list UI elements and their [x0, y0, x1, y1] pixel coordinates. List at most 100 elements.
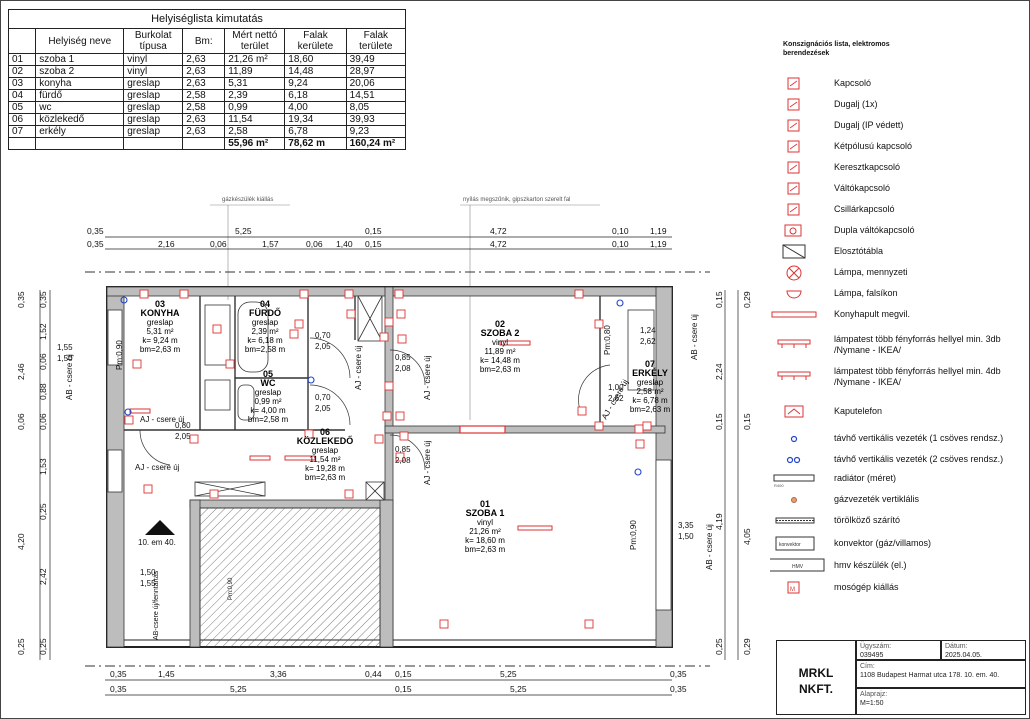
- electrical-symbol-icon: [374, 434, 384, 444]
- table-cell: 2,63: [182, 77, 226, 90]
- room-label-num: 05: [263, 369, 273, 379]
- table-cell: 11,89: [224, 65, 286, 78]
- door-dimension: 1,55: [57, 343, 73, 352]
- datum-label: Dátum:: [945, 643, 968, 650]
- wall-lift: [189, 499, 391, 509]
- note-gaz: gázkészülék kiállás: [222, 197, 273, 203]
- legend-item: törölköző szárító: [770, 512, 1010, 530]
- dimension-label: 0,35: [670, 684, 687, 694]
- electrical-symbol-icon: [179, 289, 189, 299]
- dimension-label: 0,15: [714, 291, 724, 308]
- table-cell: 2,58: [182, 89, 226, 102]
- table-cell: 6,78: [284, 125, 347, 138]
- tavho-icon: [120, 296, 128, 304]
- dimension-label: 0,06: [210, 239, 227, 249]
- legend-title: Konszignációs lista, elektromos berendez…: [783, 41, 890, 57]
- table-cell: 21,26 m²: [224, 53, 286, 66]
- table-cell: 0,99: [224, 101, 286, 114]
- room-label-bm: bm=2,63 m: [465, 545, 506, 554]
- table-cell: szoba 2: [35, 65, 125, 78]
- door-dimension: 2,05: [315, 404, 331, 413]
- dimension-label: 0,06: [38, 413, 48, 430]
- window-label: AB - csere új: [690, 314, 699, 360]
- room-label-name: SZOBA 2: [481, 328, 520, 338]
- floor-plan: gázkészülék kiállás nyílás megszűnik, gi…: [16, 197, 752, 696]
- dimension-label: 0,06: [16, 413, 26, 430]
- room-label-k: k= 18,60 m: [465, 536, 505, 545]
- bathtub: [237, 301, 269, 373]
- dimension-label: 1,53: [38, 458, 48, 475]
- room-label-area: 11,89 m²: [485, 347, 516, 356]
- lampa-mennyezeti-icon: [770, 264, 820, 282]
- dimension-label: 0,10: [612, 239, 629, 249]
- door-arc: [309, 384, 351, 426]
- window-label: AB - csere új: [705, 524, 714, 570]
- lampatest-icon: [517, 525, 553, 531]
- datum-value: 2025.04.05.: [945, 652, 982, 659]
- tavho-2-csoves-icon: [770, 451, 820, 469]
- mosogep-icon: M: [770, 579, 820, 597]
- alaprajz-label: Alaprajz:: [860, 691, 888, 698]
- door-dimension: 2,62: [640, 337, 656, 346]
- door-dimension: 2,05: [175, 432, 191, 441]
- room-label-type: greslap: [147, 318, 174, 327]
- tavho-icon: [634, 468, 642, 476]
- dimension-label: 1,52: [38, 323, 48, 340]
- electrical-symbol-icon: [399, 431, 409, 441]
- room-label-k: k= 14,48 m: [480, 356, 520, 365]
- door-arc: [389, 349, 426, 386]
- legend-label: törölköző szárító: [834, 515, 901, 525]
- table-cell: közlekedő: [35, 113, 125, 126]
- electrical-symbol-icon: [634, 424, 644, 434]
- dimension-label: 1,19: [650, 239, 667, 249]
- dimension-label: 1,40: [336, 239, 353, 249]
- table-cell: greslap: [123, 125, 184, 138]
- logo-line: NKFT.: [799, 682, 833, 696]
- room-label-num: 06: [320, 427, 330, 437]
- door-label: AJ - csere új: [354, 345, 363, 390]
- lift-shaft-hatch: [199, 507, 381, 648]
- total-cell: [182, 137, 226, 150]
- electrical-symbol-icon: [439, 619, 449, 629]
- valtokapcsolo-icon: [770, 180, 820, 198]
- room-label-type: greslap: [637, 378, 664, 387]
- ugyszam-value: 039495: [860, 652, 884, 659]
- door-dimension: 1,50: [57, 354, 73, 363]
- shaft-cross: [357, 295, 383, 342]
- table-cell: greslap: [123, 113, 184, 126]
- door-arc: [139, 429, 171, 466]
- door-dimension: 1,24: [640, 326, 656, 335]
- dimension-label: 0,15: [365, 239, 382, 249]
- table-cell: 03: [7, 77, 37, 90]
- dimension-label: 0,35: [16, 291, 26, 308]
- room-label-bm: bm=2,63 m: [140, 345, 181, 354]
- electrical-symbol-icon: [294, 319, 304, 329]
- table-header: Falak kerülete: [284, 28, 347, 54]
- total-cell: [123, 137, 184, 150]
- electrical-symbol-icon: [382, 411, 392, 421]
- electrical-symbol-icon: [304, 429, 314, 439]
- lampatest-4db-icon: [770, 368, 820, 386]
- total-cell: [35, 137, 125, 150]
- room-label-name: ERKÉLY: [632, 368, 668, 378]
- dimension-label: 0,35: [38, 291, 48, 308]
- legend-item: gázvezeték vertiklális: [770, 491, 1010, 509]
- electrical-symbol-icon: [139, 289, 149, 299]
- door-dimension: 0,80: [175, 421, 191, 430]
- hmv-keszulek-icon: HMV: [767, 557, 825, 575]
- room-label-area: 11,54 m²: [310, 455, 341, 464]
- room-label-name: WC: [261, 378, 276, 388]
- alaprajz-value: M=1:50: [860, 700, 884, 707]
- lampatest-icon: [249, 455, 271, 461]
- table-cell: vinyl: [123, 53, 184, 66]
- dimension-label: 0,15: [395, 684, 412, 694]
- keresztkapcsolo-icon: [770, 159, 820, 177]
- room-label-num: 02: [495, 319, 505, 329]
- legend-item: távhő vertikális vezeték (1 csöves rends…: [770, 430, 1010, 448]
- lampatest-icon: [129, 408, 151, 414]
- tavho-icon: [124, 408, 132, 416]
